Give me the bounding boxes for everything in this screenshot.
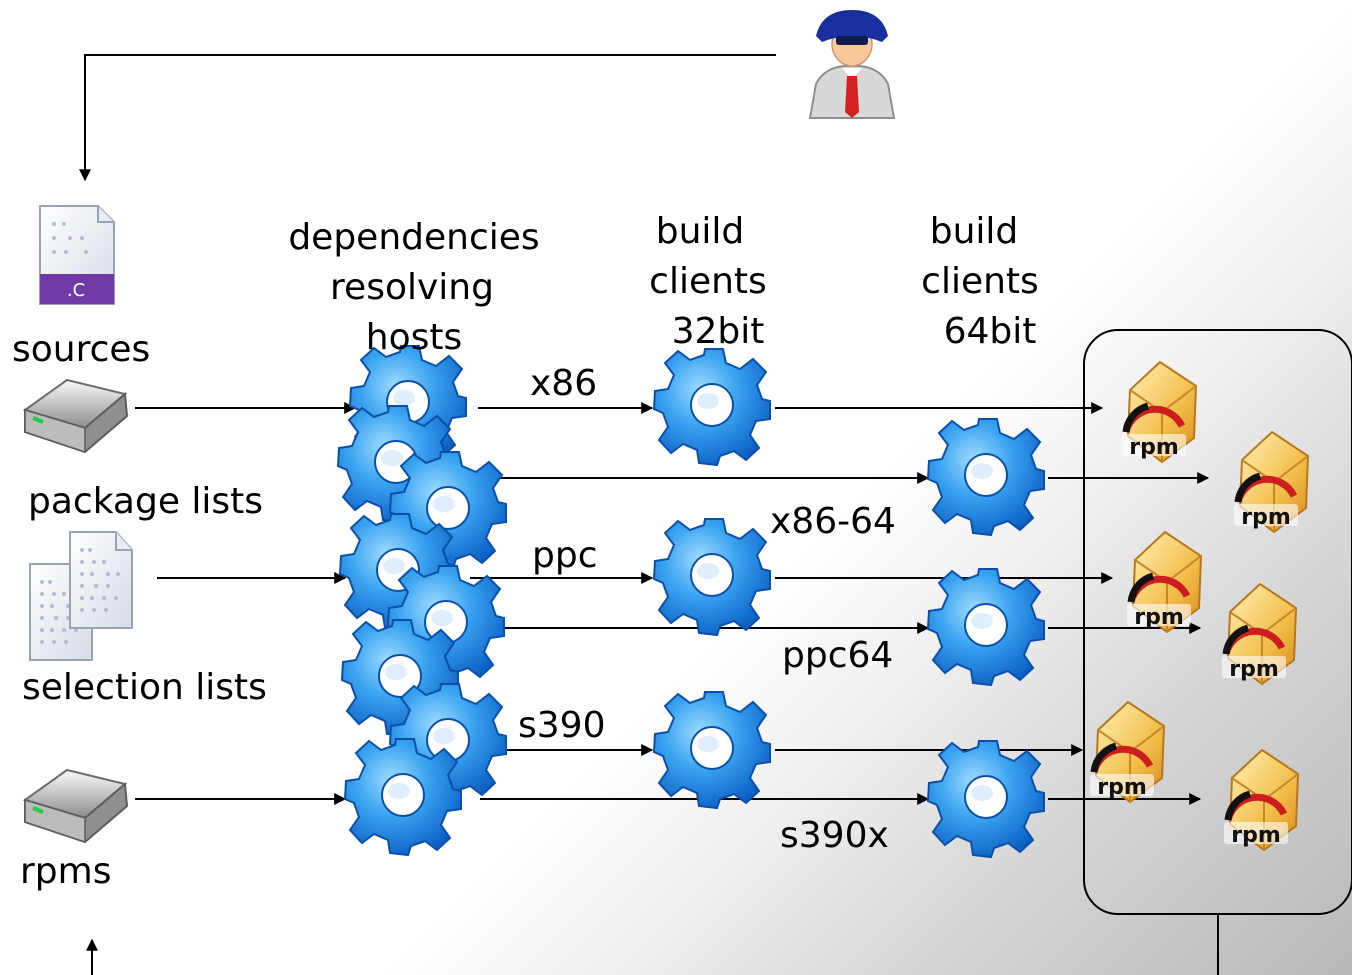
build-client-32-s390-gear-icon [653,691,771,809]
build-client-64-s390x-gear-icon [927,740,1045,858]
user-icon [808,10,896,119]
rpm-package-x86-64-icon [1234,432,1308,532]
rpm-package-s390-icon [1090,702,1164,802]
build-client-32-ppc-gear-icon [653,518,771,636]
selection-lists-label: selection lists [22,667,267,708]
dependency-hosts-gears [337,345,507,856]
build64-label-line-1: build [929,211,1019,252]
selection-document-front-icon [69,531,133,629]
c-source-file-icon: .C [39,205,115,305]
build32-label-line-2: clients [649,261,767,302]
arch-label-x86-64: x86-64 [770,501,896,542]
rpm-repository-box [1083,329,1352,915]
arch-label-s390: s390 [518,705,606,746]
user-to-sources-line [79,54,776,182]
dependency-hosts-label-line-1: dependencies [288,217,540,258]
build-client-32-x86-gear-icon [653,348,771,466]
rpm-package-s390x-icon [1224,750,1298,850]
rpm-package-ppc64-icon [1222,584,1296,684]
rpms-drive-icon [23,768,129,844]
rpm-package-ppc-icon [1127,532,1201,632]
build32-label-line-1: build [655,211,745,252]
build64-label-line-2: clients [921,261,1039,302]
arch-label-x86: x86 [530,363,598,404]
arch-label-ppc64: ppc64 [782,635,894,676]
build-client-64-x86-64-gear-icon [927,418,1045,536]
build-client-64-ppc64-gear-icon [927,568,1045,686]
package-lists-drive-icon [23,378,129,454]
package-lists-label: package lists [28,481,264,522]
arch-label-ppc: ppc [532,535,598,576]
rpm-package-x86-icon [1122,362,1196,462]
arch-label-s390x: s390x [780,815,889,856]
dependency-hosts-label-line-3: hosts [365,317,463,358]
build64-label-line-3: 64bit [943,311,1037,352]
build32-label-line-3: 32bit [671,311,765,352]
dependency-hosts-label-line-2: resolving [330,267,494,308]
rpms-label: rpms [20,851,112,892]
svg-text:.C: .C [67,280,85,301]
gear-icon [344,738,462,856]
sources-label: sources [12,329,151,370]
